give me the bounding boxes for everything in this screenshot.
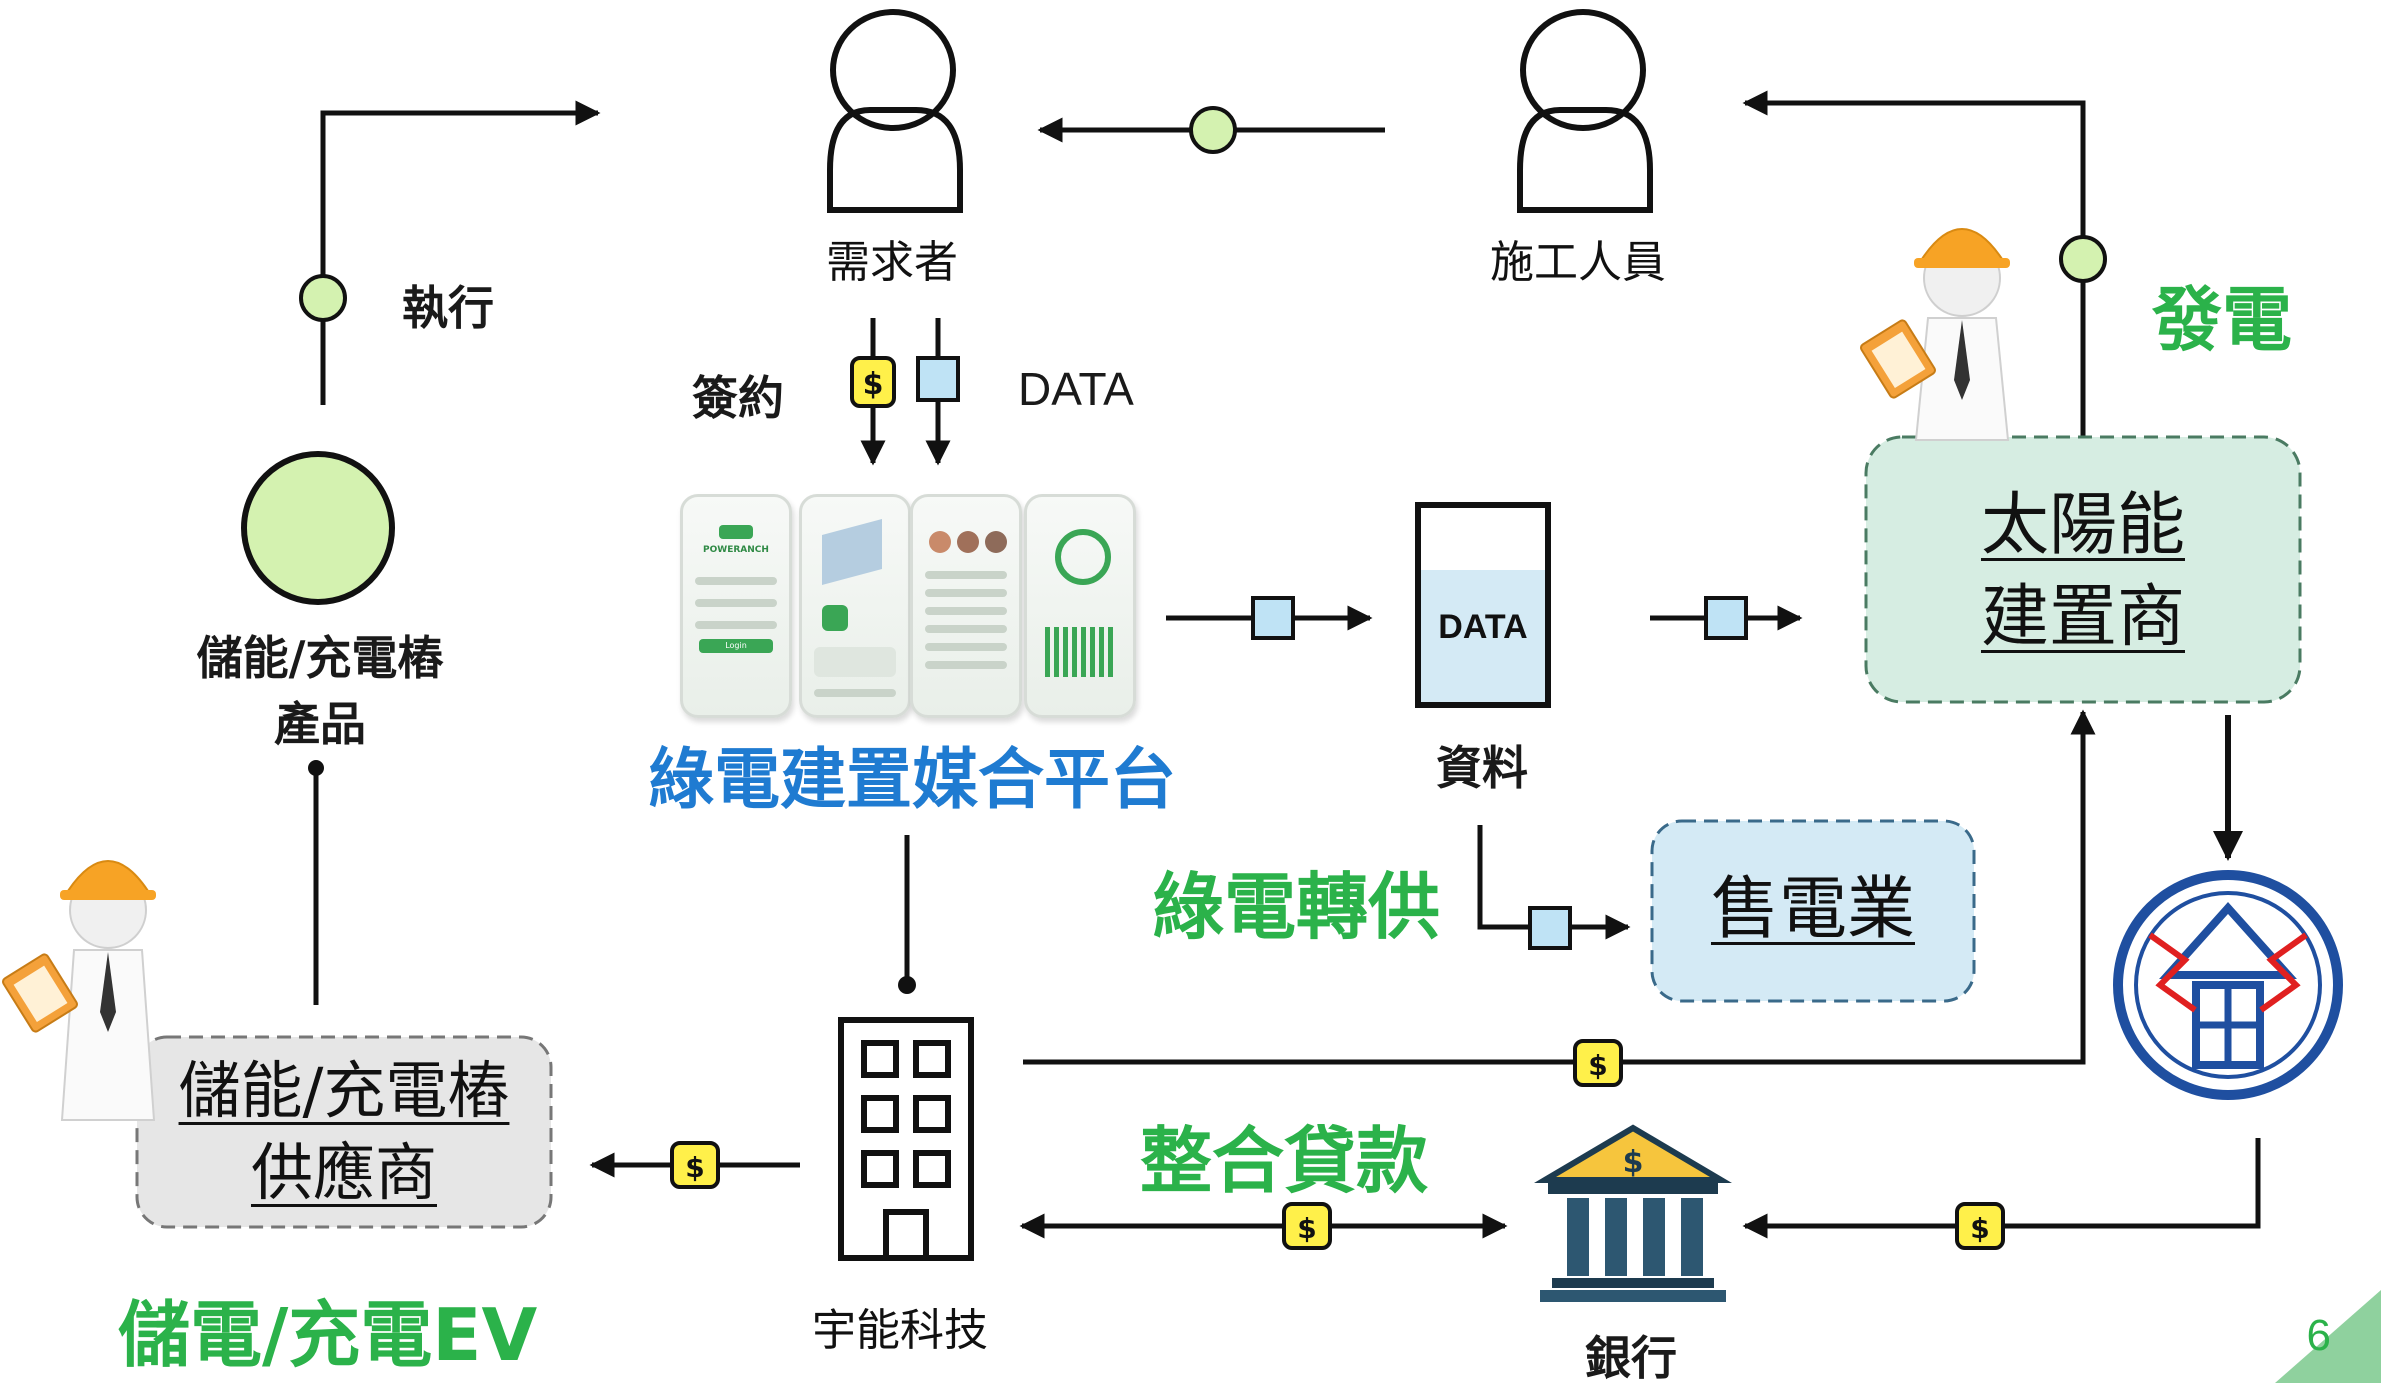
edge-supplier-to-product — [308, 760, 324, 1005]
svg-text:$: $ — [1970, 1212, 1989, 1245]
solar-installer-box — [1864, 435, 2302, 704]
svg-text:$: $ — [1623, 1145, 1644, 1180]
svg-text:$: $ — [685, 1151, 704, 1184]
edge-data-to-solar — [1650, 596, 1803, 640]
bank-label: 銀行 — [1585, 1331, 1677, 1385]
engineer-figure — [1860, 228, 2010, 441]
retailer-label: 售電業 — [1710, 870, 1915, 949]
power-generation-label: 發電 — [2152, 279, 2292, 361]
storage-product-interface — [241, 451, 395, 605]
edge-data-demander — [916, 318, 960, 466]
edge-company-bank-loan: $ — [1019, 1202, 1508, 1250]
edge-platform-to-data — [1166, 596, 1373, 640]
execute-label: 執行 — [402, 281, 494, 335]
retailer-box — [1650, 819, 1976, 1003]
loan-integration-label: 整合貸款 — [1140, 1119, 1429, 1203]
data-flow-label: DATA — [1018, 363, 1134, 415]
person-icon — [827, 9, 963, 213]
storage-product-label-line1: 儲能/充電樁 — [196, 631, 444, 685]
edge-execute — [299, 100, 601, 405]
taipower-logo — [2113, 870, 2343, 1100]
storage-product-label-line2: 產品 — [274, 697, 366, 751]
app-login-button: Login — [699, 639, 773, 653]
edge-solar-to-worker — [1742, 90, 2107, 437]
data-store-text: DATA — [1438, 608, 1528, 646]
sign-label: 簽約 — [692, 371, 784, 425]
supplier-line2: 供應商 — [250, 1136, 437, 1209]
app-brand-text: POWERANCH — [703, 545, 769, 555]
person-icon — [1517, 9, 1653, 213]
office-building-icon — [838, 1017, 974, 1261]
svg-text:$: $ — [863, 367, 884, 402]
page-number: 6 — [2306, 1311, 2331, 1360]
app-screen — [799, 494, 911, 718]
edge-worker-to-demander — [1037, 106, 1385, 154]
supplier-label: 儲能/充電樁 供應商 — [137, 1050, 551, 1214]
edge-data-to-retailer — [1477, 825, 1631, 950]
edge-company-to-supplier: $ — [589, 1141, 800, 1189]
supplier-line1: 儲能/充電樁 — [178, 1054, 510, 1127]
supplier-box — [135, 1035, 553, 1229]
svg-text:$: $ — [1297, 1212, 1316, 1245]
worker-label: 施工人員 — [1490, 237, 1666, 288]
edge-utility-to-bank: $ — [1742, 1138, 2261, 1250]
green-transfer-label: 綠電轉供 — [1152, 865, 1441, 949]
bank-icon: $ — [1534, 1124, 1732, 1302]
platform-label: 綠電建置媒合平台 — [648, 741, 1176, 818]
corner-decoration — [2275, 1290, 2381, 1383]
edge-company-to-solar: $ — [1023, 709, 2096, 1087]
edge-platform-to-company — [898, 835, 916, 994]
demander-label: 需求者 — [826, 237, 958, 288]
storage-product-label: 儲能/充電樁 產品 — [170, 622, 470, 754]
app-screen — [910, 494, 1022, 718]
company-label: 宇能科技 — [812, 1305, 988, 1356]
solar-installer-label: 太陽能 建置商 — [1866, 480, 2300, 664]
engineer-figure — [2, 860, 156, 1121]
solar-installer-line2: 建置商 — [1980, 578, 2185, 657]
app-screen — [1024, 494, 1136, 718]
data-store — [1415, 502, 1551, 708]
storage-ev-label: 儲電/充電EV — [118, 1293, 538, 1377]
svg-text:$: $ — [1588, 1049, 1607, 1082]
app-screen: POWERANCH Login — [680, 494, 792, 718]
data-caption: 資料 — [1436, 741, 1528, 795]
edge-sign: $ — [850, 318, 896, 466]
solar-installer-line1: 太陽能 — [1980, 486, 2185, 565]
